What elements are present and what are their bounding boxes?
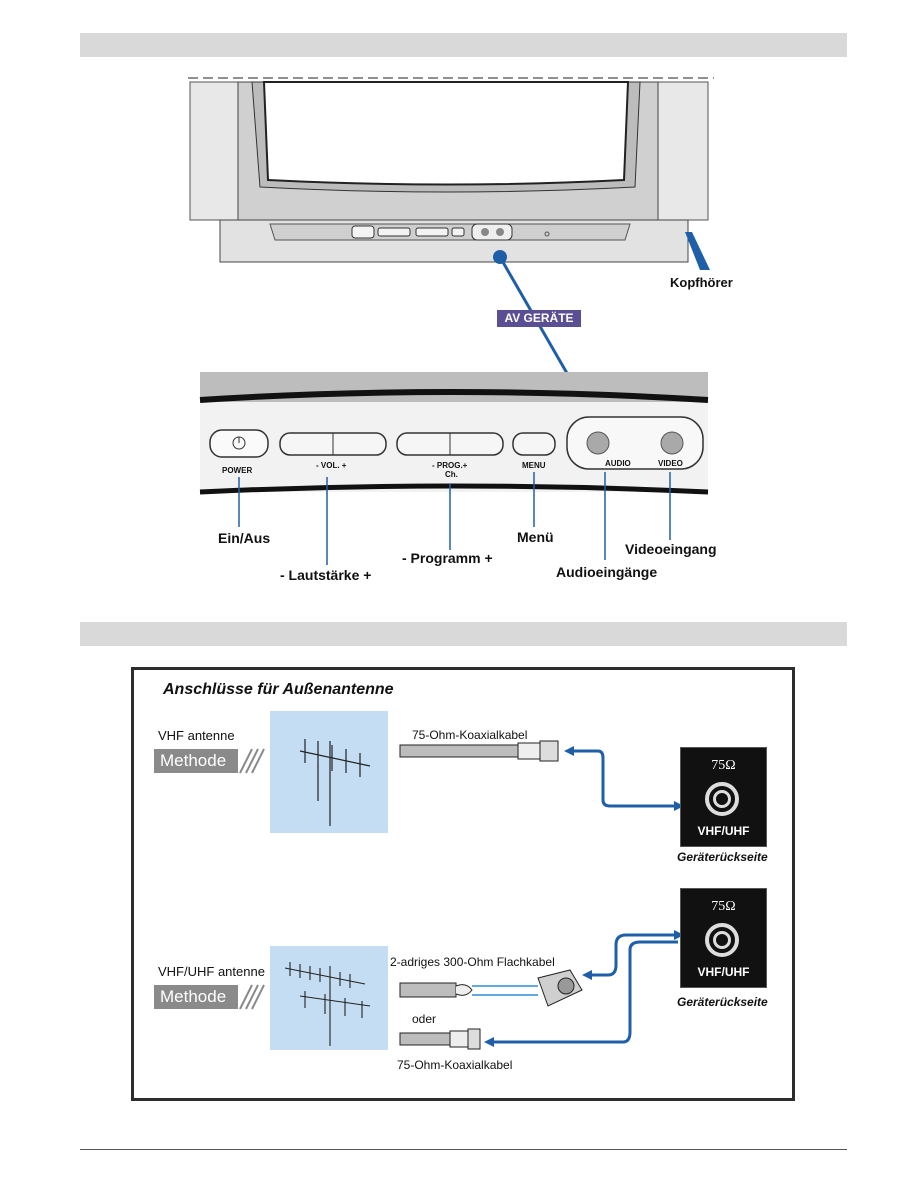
- vhf-antenna-icon: [299, 739, 371, 826]
- method-1-hatch: [239, 748, 265, 774]
- method-2-hatch: [239, 984, 265, 1010]
- antenna-socket-1: 75Ω VHF/UHF: [680, 747, 767, 847]
- callout-programme: - Programm +: [402, 550, 493, 566]
- antenna-socket-2: 75Ω VHF/UHF: [680, 888, 767, 988]
- tv-front-illustration: [188, 77, 714, 565]
- vol-panel-label: - VOL. +: [316, 461, 347, 470]
- antenna-section-title: Anschlüsse für Außenantenne: [163, 681, 394, 698]
- callout-audio-inputs: Audioeingänge: [556, 564, 658, 580]
- vhf-antenna-label: VHF antenne: [158, 728, 235, 743]
- socket-1-band: VHF/UHF: [697, 824, 750, 838]
- method-2-badge: Methode 2: [154, 985, 238, 1030]
- socket-1-inner-icon: [713, 790, 731, 808]
- vhf-uhf-antenna-label: VHF/UHF antenne: [158, 964, 265, 979]
- method-2-flat-cable-label: 2-adriges 300-Ohm Flachkabel: [390, 955, 555, 969]
- antenna-connection-frame: [131, 667, 795, 1101]
- socket-2-inner-icon: [713, 931, 731, 949]
- method-1-badge: Methode 1: [154, 749, 238, 794]
- audio-panel-label: AUDIO: [605, 459, 631, 468]
- socket-1-ring-icon: [705, 782, 739, 816]
- power-panel-label: POWER: [222, 466, 253, 475]
- socket-1-caption: Geräterückseite: [677, 850, 768, 864]
- method-2-or: oder: [412, 1012, 437, 1026]
- callout-video-input: Videoeingang: [625, 541, 717, 557]
- callout-volume: - Lautstärke +: [280, 567, 372, 583]
- callout-power: Ein/Aus: [218, 530, 271, 546]
- headphones-label: Kopfhörer: [670, 275, 733, 290]
- socket-2-caption: Geräterückseite: [677, 995, 768, 1009]
- vhf-uhf-antenna-icon: [284, 962, 371, 1046]
- av-devices-badge: AV GERÄTE: [497, 310, 581, 327]
- section-header-bar-top: [80, 33, 847, 57]
- socket-2-ohm: 75Ω: [711, 899, 736, 914]
- section-header-bar-antenna: [80, 622, 847, 646]
- vhf-antenna-picture: [270, 711, 388, 833]
- ch-panel-label: Ch.: [445, 470, 458, 479]
- socket-2-ring-icon: [705, 923, 739, 957]
- video-panel-label: VIDEO: [658, 459, 683, 468]
- socket-1-ohm: 75Ω: [711, 758, 736, 773]
- method-2-cable-drawing: [399, 930, 684, 1050]
- socket-2-band: VHF/UHF: [697, 965, 750, 979]
- callout-menu: Menü: [517, 529, 554, 545]
- method-2-coax-label: 75-Ohm-Koaxialkabel: [397, 1058, 513, 1072]
- footer-rule: [80, 1149, 847, 1150]
- method-1-cable-label: 75-Ohm-Koaxialkabel: [412, 728, 528, 742]
- prog-panel-label: - PROG.+: [432, 461, 468, 470]
- method-1-cable-drawing: [399, 740, 684, 811]
- menu-panel-label: MENU: [522, 461, 546, 470]
